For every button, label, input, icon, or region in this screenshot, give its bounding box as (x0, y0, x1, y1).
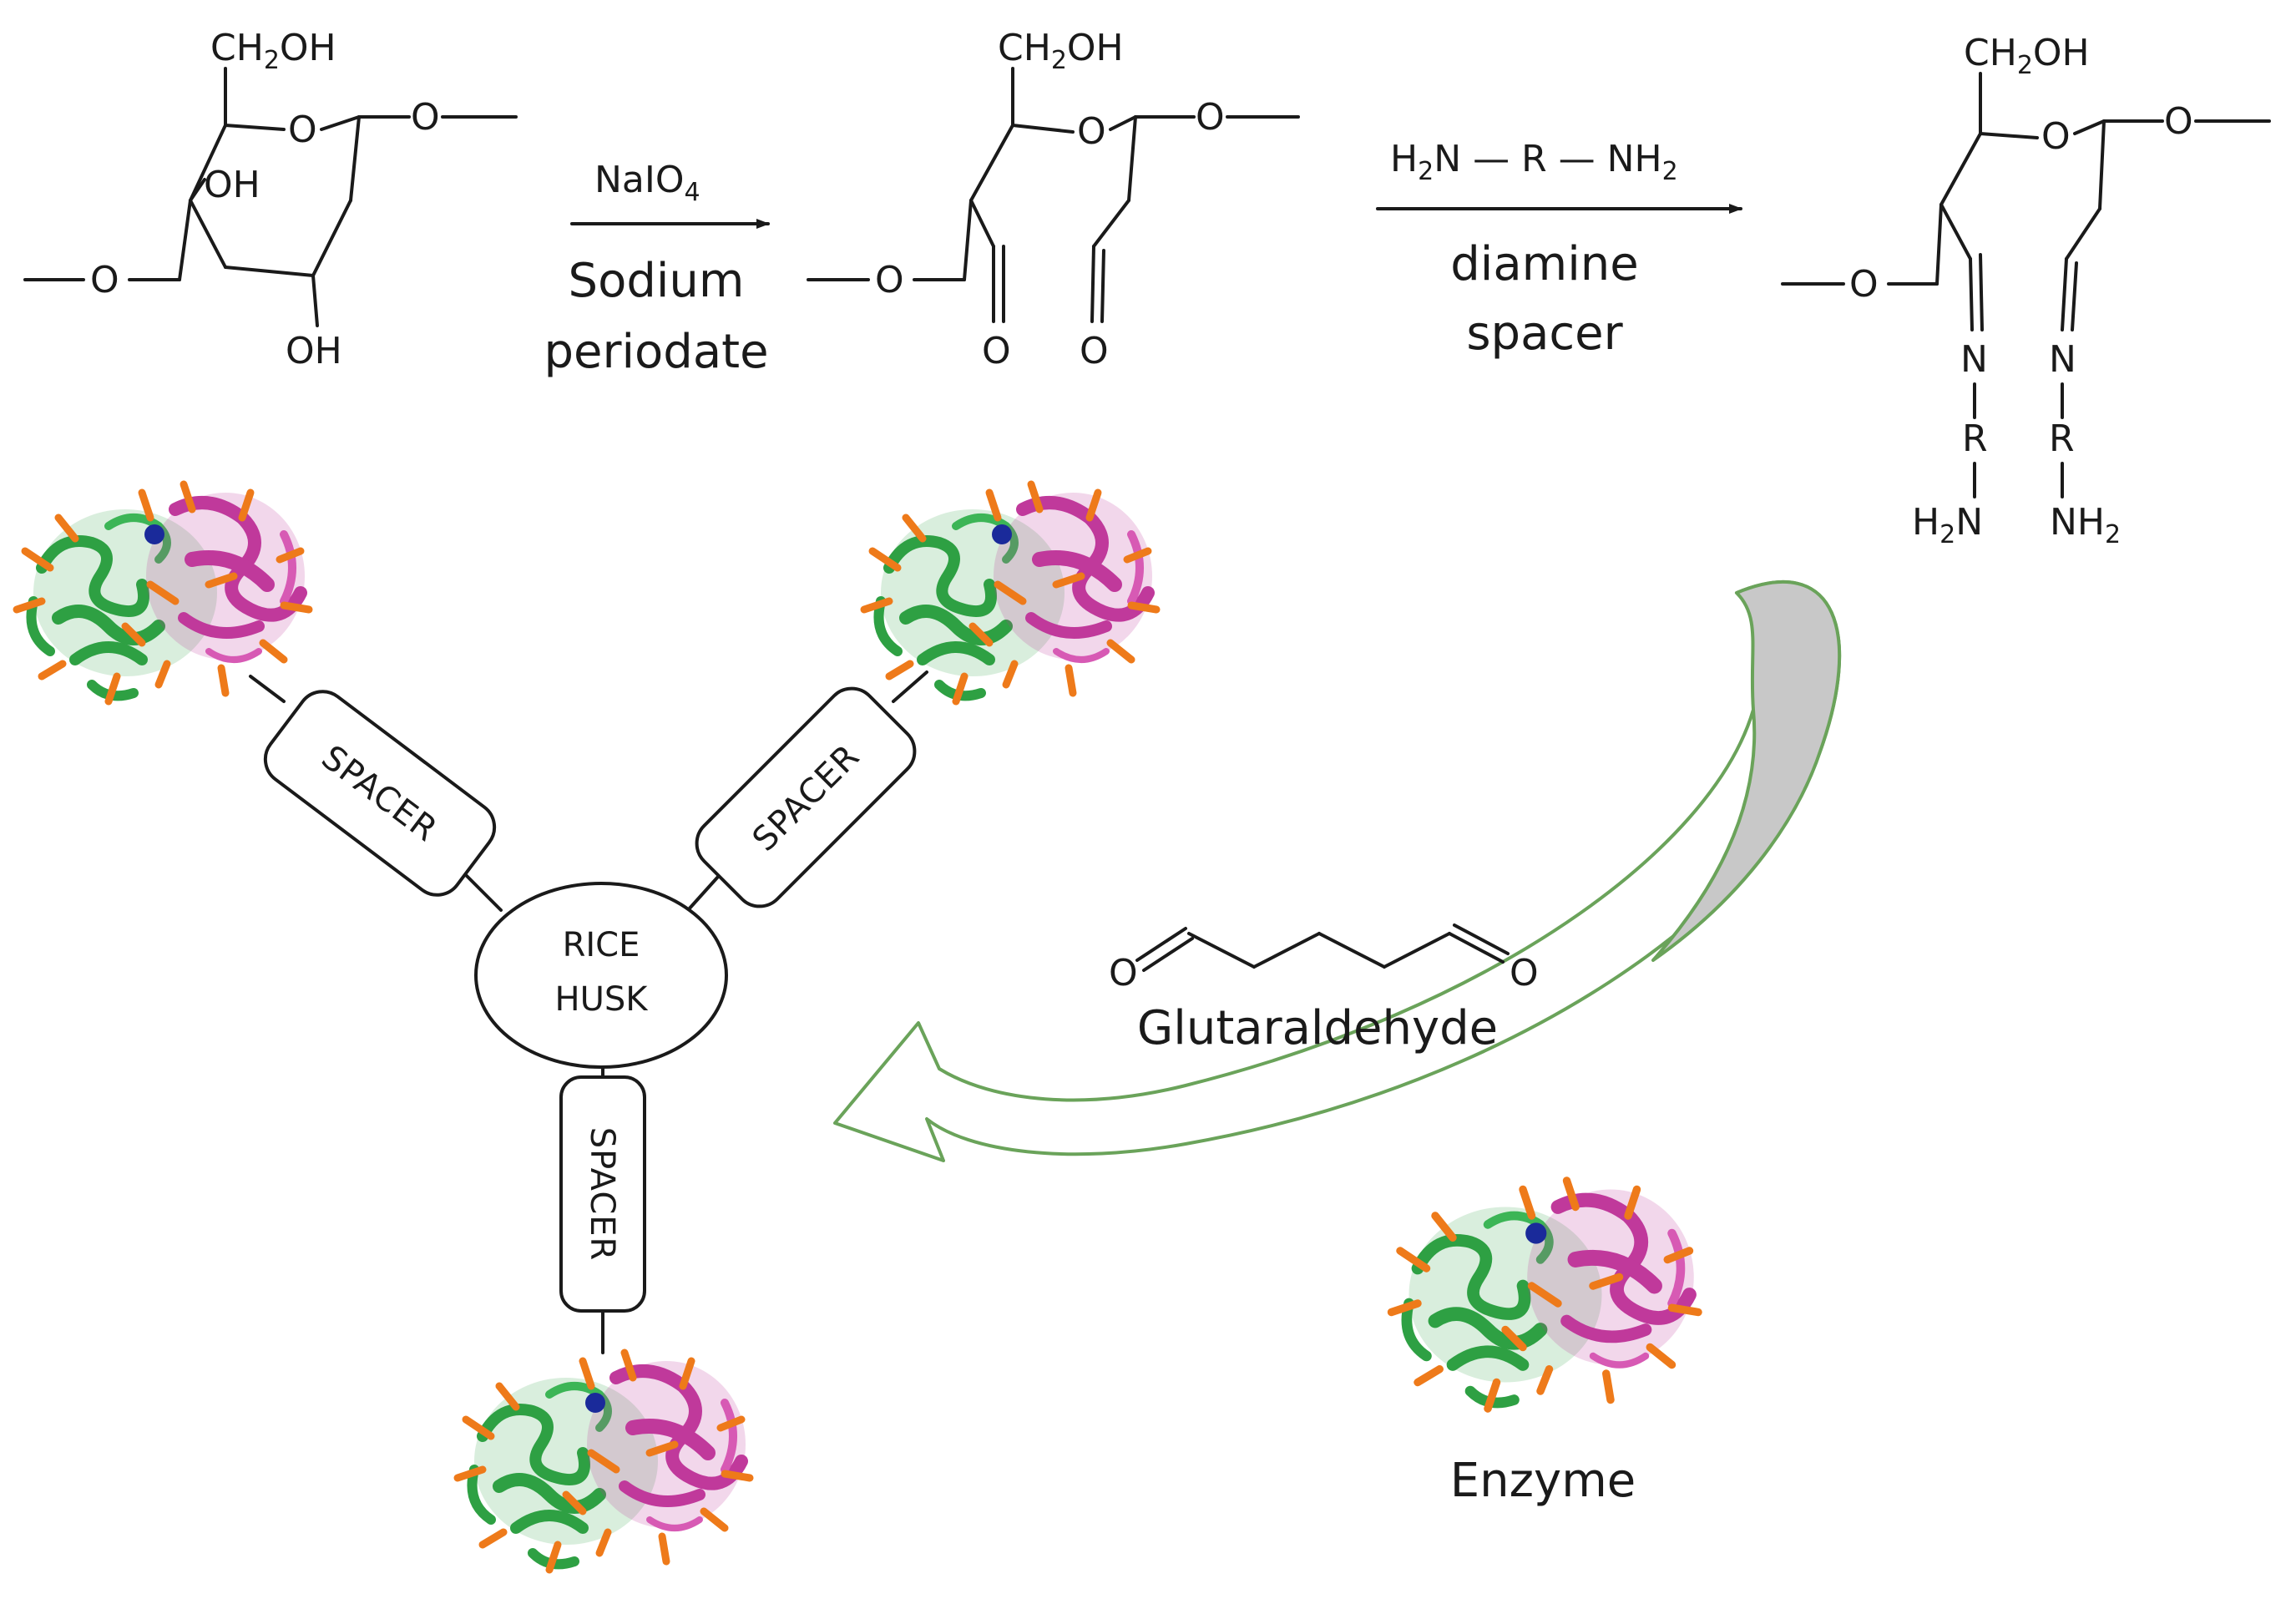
h2n-left: H2N (1912, 501, 1983, 549)
link-line (462, 871, 503, 912)
cellulose-molecule: CH2OH O O OH OH O (23, 27, 518, 372)
aldehyde-oxygen-left: O (982, 330, 1011, 372)
spacer-left: SPACER (263, 690, 497, 897)
glyco-oxygen-right: O (411, 96, 440, 139)
reaction-step-1: NaIO4 Sodium periodate (544, 159, 770, 379)
glutaraldehyde-label: Glutaraldehyde (1137, 1001, 1498, 1055)
hydroxyl-bottom: OH (286, 330, 342, 372)
spacer-bottom: SPACER (559, 1075, 646, 1313)
link-line (892, 670, 928, 703)
rice-husk-assembly: SPACER SPACER SPACER RICE HUSK (249, 670, 928, 1354)
ring-oxygen: O (288, 109, 317, 151)
spacer-label: SPACER (583, 1127, 621, 1262)
glyco-oxygen-left: O (90, 259, 119, 301)
ch2oh-label-2: CH2OH (998, 27, 1124, 75)
protein-ribbon-icon (1392, 1181, 1699, 1409)
glutaraldehyde-o-left: O (1109, 952, 1138, 994)
core-label-line1: RICE (563, 926, 640, 964)
curved-arrow-icon (833, 580, 1842, 1162)
step2-name-line2: spacer (1466, 306, 1623, 361)
ch2oh-label: CH2OH (210, 27, 336, 75)
glyco-oxygen-left-2: O (875, 259, 904, 301)
ring-oxygen-3: O (2041, 115, 2071, 158)
step2-name-line1: diamine (1450, 237, 1638, 291)
protein-ribbon-icon (458, 1353, 750, 1570)
glutaraldehyde-o-right: O (1510, 952, 1539, 994)
rice-husk-core (474, 882, 728, 1069)
glutaraldehyde-structure: O O Glutaraldehyde (1109, 923, 1539, 1055)
protein-ribbon-icon (864, 484, 1156, 701)
imine-product-molecule: CH2OH O O N R NH2 N R H2N O (1781, 32, 2271, 549)
r-group-left: R (1962, 417, 1988, 460)
step1-name-line1: Sodium (569, 254, 745, 308)
nh2-right: NH2 (2050, 501, 2121, 549)
reaction-step-2: H2N — R — NH2 diamine spacer (1376, 138, 1742, 361)
imine-n-left: N (1960, 338, 1988, 381)
hydroxyl-mid: OH (204, 164, 260, 206)
aldehyde-oxygen-right: O (1080, 330, 1109, 372)
imine-n-right: N (2049, 338, 2076, 381)
glyco-oxygen-right-3: O (2164, 100, 2193, 143)
ring-oxygen-2: O (1077, 110, 1106, 153)
core-label-line2: HUSK (555, 980, 650, 1019)
dialdehyde-molecule: CH2OH O O O O O (807, 27, 1300, 372)
protein-ribbon-icon (17, 484, 309, 701)
ch2oh-label-3: CH2OH (1964, 32, 2090, 80)
enzyme-label: Enzyme (1450, 1454, 1636, 1508)
naio4-reagent: NaIO4 (594, 159, 700, 207)
glyco-oxygen-left-3: O (1849, 263, 1879, 306)
link-line (249, 675, 286, 703)
step1-name-line2: periodate (544, 325, 768, 379)
spacer-right: SPACER (695, 686, 917, 908)
diamine-reagent: H2N — R — NH2 (1390, 138, 1678, 186)
r-group-right: R (2049, 417, 2075, 460)
glyco-oxygen-right-2: O (1196, 96, 1225, 139)
